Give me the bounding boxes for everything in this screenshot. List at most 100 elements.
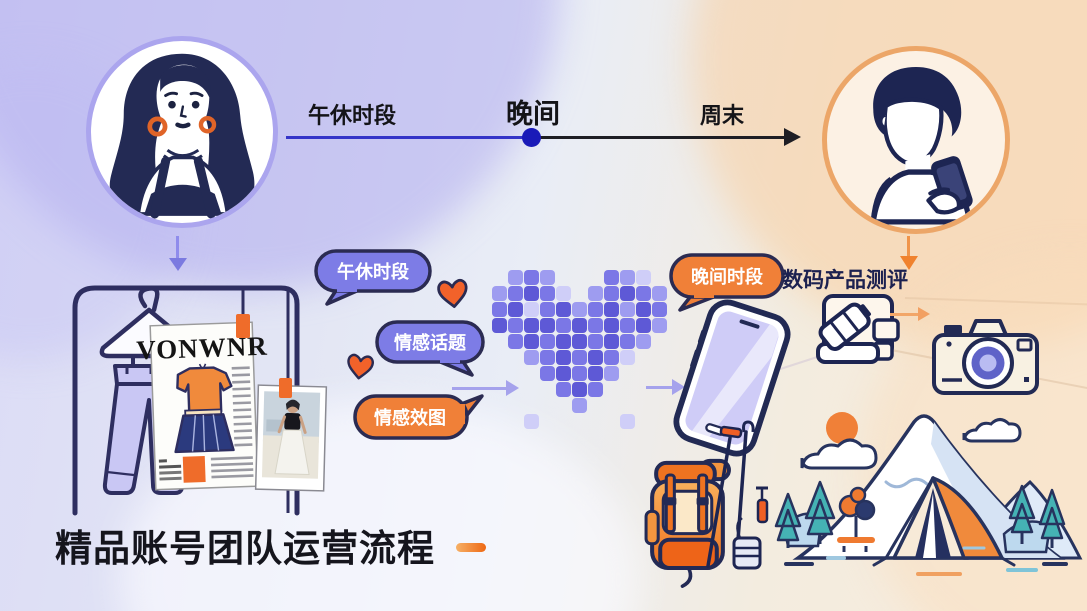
woman-illustration — [109, 53, 255, 219]
magazine-footer-block — [158, 455, 254, 483]
woman-avatar — [86, 36, 278, 228]
pixel-heart-tile — [588, 302, 603, 317]
pixel-heart-tile — [540, 286, 555, 301]
pixel-heart-tile — [620, 286, 635, 301]
woman-down-arrow-stem — [176, 236, 179, 258]
title-dash — [456, 543, 486, 552]
pixel-heart-tile — [604, 286, 619, 301]
pixel-heart-tile — [588, 286, 603, 301]
page-title: 精品账号团队运营流程 — [55, 528, 435, 569]
pixel-heart-tile — [620, 350, 635, 365]
trekking-poles-icon — [700, 418, 772, 574]
pixel-heart-tile — [540, 302, 555, 317]
magazine-page: VONWNR — [136, 321, 268, 491]
pine-trees-left — [774, 480, 836, 548]
backpack-icon — [640, 450, 736, 588]
man-down-arrow-stem — [907, 236, 910, 256]
pixel-heart-tile — [652, 286, 667, 301]
pixel-heart-tile — [540, 270, 555, 285]
arrow-to-heart-head — [506, 380, 519, 396]
timeline-label-evening: 晚间 — [506, 99, 560, 129]
pixel-heart-tile — [636, 334, 651, 349]
magazine-clip — [236, 314, 250, 338]
pixel-heart-tile — [572, 350, 587, 365]
photo-clip — [279, 378, 292, 398]
pixel-heart — [492, 270, 667, 429]
pixel-heart-tile — [508, 302, 523, 317]
pixel-heart-tile — [604, 270, 619, 285]
pixel-heart-tile — [524, 350, 539, 365]
small-tree-icon — [837, 486, 876, 552]
magazine-blouse — [176, 366, 233, 414]
pixel-heart-tile — [604, 366, 619, 381]
pixel-heart-tile — [572, 398, 587, 413]
pixel-heart-tile — [524, 302, 539, 317]
bubble-image: 情感效图 — [352, 392, 486, 442]
ground-dashes — [784, 546, 1068, 576]
pixel-heart-tile — [556, 382, 571, 397]
pixel-heart-tile — [540, 350, 555, 365]
pixel-heart-tile — [524, 286, 539, 301]
pixel-heart-tile — [572, 366, 587, 381]
bubble-evening-label: 晚间时段 — [691, 267, 763, 287]
pixel-heart-tile — [604, 350, 619, 365]
clothes-rack-illustration: VONWNR — [45, 268, 335, 518]
pixel-heart-tile — [652, 302, 667, 317]
pixel-heart-tile — [652, 318, 667, 333]
cloud-icon — [962, 418, 1022, 443]
man-down-arrow-head — [900, 256, 918, 270]
rack-frame — [72, 285, 300, 516]
pixel-heart-tile — [572, 334, 587, 349]
pixel-heart-tile — [636, 270, 651, 285]
heart-icon — [343, 351, 376, 382]
tent-icon — [872, 476, 1016, 567]
pixel-heart-tile — [492, 318, 507, 333]
pixel-heart-tile — [604, 302, 619, 317]
pixel-heart-tile — [556, 350, 571, 365]
sun-icon — [826, 412, 858, 444]
timeline-segment-blue — [286, 136, 533, 139]
pixel-heart-tile — [588, 318, 603, 333]
camping-scene — [768, 398, 1083, 583]
bubble-lunch-label: 午休时段 — [337, 262, 409, 282]
digital-review-label: 数码产品测评 — [782, 269, 908, 292]
bubble-topic: 情感话题 — [374, 319, 486, 377]
heart-icon — [434, 276, 471, 311]
arrow-to-heart — [452, 387, 506, 390]
pixel-heart-tile — [524, 414, 539, 429]
pixel-heart-tile — [508, 318, 523, 333]
arrow-to-phone-head — [672, 379, 685, 395]
pixel-heart-tile — [620, 270, 635, 285]
man-illustration — [870, 67, 973, 225]
pixel-heart-tile — [508, 270, 523, 285]
pixel-heart-tile — [556, 286, 571, 301]
pixel-heart-tile — [604, 334, 619, 349]
pixel-heart-tile — [620, 318, 635, 333]
bubble-image-label: 情感效图 — [374, 408, 446, 428]
pixel-heart-tile — [524, 334, 539, 349]
pixel-heart-tile — [572, 318, 587, 333]
cloud-icon — [800, 438, 878, 470]
magazine-text-lines — [231, 366, 253, 447]
pixel-heart-tile — [540, 318, 555, 333]
pixel-heart-tile — [492, 286, 507, 301]
pixel-heart-tile — [492, 302, 507, 317]
pixel-heart-tile — [588, 334, 603, 349]
pixel-heart-tile — [572, 302, 587, 317]
bubble-evening: 晚间时段 — [668, 252, 786, 312]
pixel-heart-tile — [556, 302, 571, 317]
pixel-heart-tile — [636, 302, 651, 317]
arrow-to-camera — [890, 313, 918, 316]
pixel-heart-tile — [524, 270, 539, 285]
pixel-heart-tile — [588, 350, 603, 365]
woman-down-arrow-head — [169, 258, 187, 271]
pixel-heart-tile — [556, 366, 571, 381]
pixel-heart-tile — [636, 318, 651, 333]
photo-card — [254, 384, 328, 492]
pixel-heart-tile — [540, 334, 555, 349]
timeline-arrowhead — [784, 128, 801, 146]
arrow-to-camera-head — [918, 307, 930, 321]
pixel-heart-tile — [620, 334, 635, 349]
pixel-heart-tile — [572, 382, 587, 397]
